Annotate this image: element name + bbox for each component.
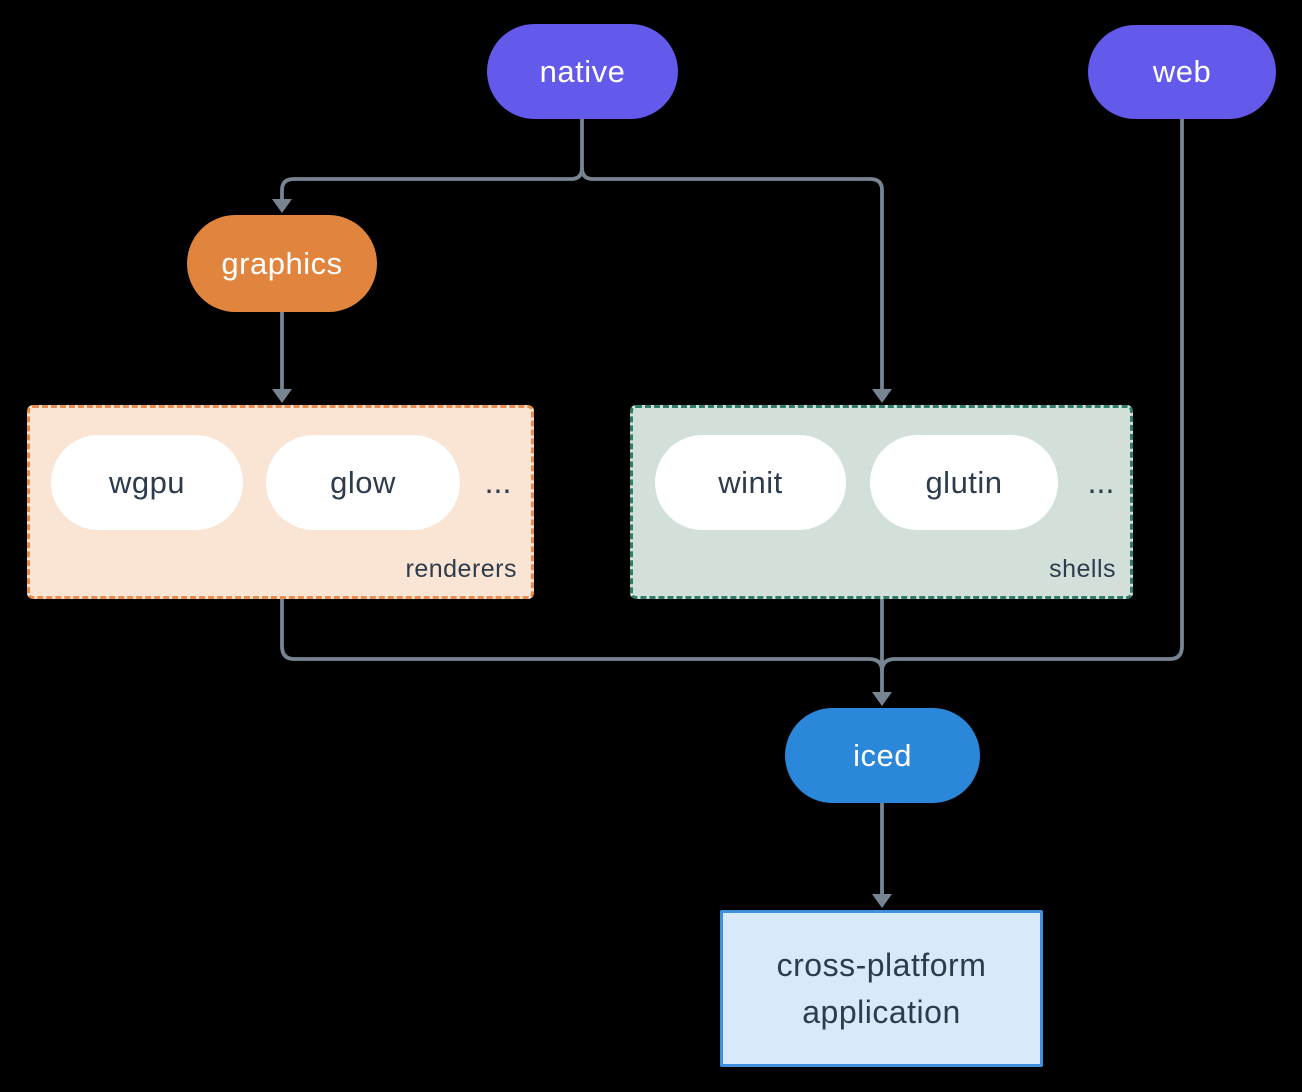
node-native-label: native <box>539 53 626 89</box>
node-web-label: web <box>1152 54 1212 89</box>
node-glow: glow <box>266 435 460 530</box>
node-winit: winit <box>655 435 846 530</box>
edge-native-to-graphics <box>280 119 584 199</box>
arrowhead-iced <box>872 692 892 706</box>
node-web: web <box>1088 25 1276 119</box>
node-glutin-label: glutin <box>925 464 1003 500</box>
node-iced: iced <box>785 708 980 803</box>
node-glow-label: glow <box>330 464 396 500</box>
application-label: cross-platform application <box>776 946 987 1030</box>
group-renderers: wgpu glow ... renderers <box>27 405 534 599</box>
arrowhead-graphics <box>272 199 292 213</box>
node-glutin: glutin <box>870 435 1058 530</box>
arrowhead-renderers <box>272 389 292 403</box>
node-wgpu: wgpu <box>51 435 243 530</box>
node-graphics-label: graphics <box>221 245 343 281</box>
group-shells: winit glutin ... shells <box>630 405 1133 599</box>
node-graphics: graphics <box>187 215 377 312</box>
node-cross-platform-application: cross-platform application <box>720 910 1043 1067</box>
node-native: native <box>487 24 678 119</box>
edge-renderers-to-iced <box>280 599 884 672</box>
renderers-ellipsis-text: ... <box>484 464 512 500</box>
node-iced-label: iced <box>853 737 912 773</box>
node-winit-label: winit <box>718 464 783 500</box>
shells-ellipsis-text: ... <box>1087 464 1115 500</box>
renderers-ellipsis: ... <box>470 435 526 530</box>
edge-native-to-shells <box>580 167 884 389</box>
shells-ellipsis: ... <box>1073 435 1129 530</box>
node-wgpu-label: wgpu <box>108 464 186 500</box>
arrowhead-shells <box>872 389 892 403</box>
renderers-group-label: renderers <box>405 555 517 583</box>
arrowhead-application <box>872 894 892 908</box>
shells-group-label: shells <box>1049 555 1116 583</box>
